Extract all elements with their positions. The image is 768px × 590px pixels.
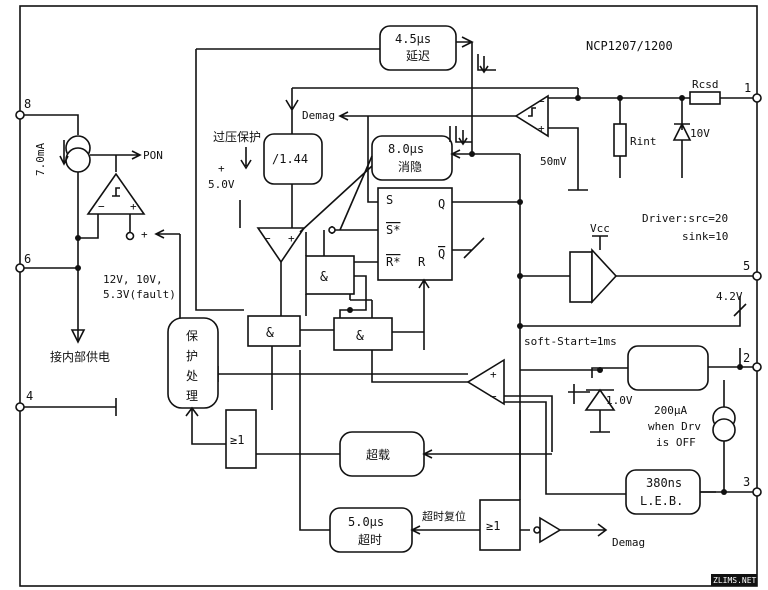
svg-text:200μA: 200μA <box>654 404 687 417</box>
current-source-7ma <box>65 135 91 173</box>
svg-text:8: 8 <box>24 97 31 111</box>
svg-text:+: + <box>490 368 497 381</box>
current-source-200ua <box>712 406 736 442</box>
timeout-reset-label: 超时复位 <box>422 509 466 523</box>
svg-text:≥1: ≥1 <box>230 433 244 447</box>
svg-text:Rint: Rint <box>630 135 657 148</box>
chip-outline <box>19 5 758 587</box>
svg-text:4.5μs: 4.5μs <box>395 32 431 46</box>
current-7ma-label: 7.0mA <box>34 143 47 176</box>
svg-text:3: 3 <box>743 475 750 489</box>
svg-text:超载: 超载 <box>366 447 390 462</box>
divider-1.44-block: /1.44 <box>263 133 323 185</box>
svg-text:+: + <box>288 232 295 245</box>
svg-text:超时: 超时 <box>358 532 382 547</box>
svg-text:5.3V(fault): 5.3V(fault) <box>103 288 176 301</box>
pin-2: 2 <box>743 351 762 372</box>
overload-block: 超载 <box>339 431 425 477</box>
svg-text:8.0μs: 8.0μs <box>388 142 424 156</box>
protect-block: 保 护 处 理 <box>167 317 219 409</box>
demag-bottom-label: Demag <box>612 536 645 549</box>
svg-text:R*: R* <box>386 255 400 269</box>
svg-text:10V: 10V <box>690 127 710 140</box>
svg-text:&: & <box>266 326 274 341</box>
5v-label: 5.0V <box>208 178 235 191</box>
vcc-label: Vcc <box>590 222 610 235</box>
flip-flop: S Q S* Q R* R <box>377 187 453 281</box>
pin-3: 3 <box>743 475 762 497</box>
svg-text:380ns: 380ns <box>646 476 682 490</box>
svg-text:Q: Q <box>438 247 445 261</box>
and-gate-2: & <box>247 315 301 347</box>
driver-strength-2: sink=10 <box>682 230 728 243</box>
demag-top-label: Demag <box>302 109 335 122</box>
leb-block: 380ns L.E.B. <box>625 469 701 515</box>
svg-text:−: − <box>490 390 497 403</box>
rcsd-resistor <box>689 91 721 105</box>
pon-label: PON <box>143 149 163 162</box>
svg-text:+: + <box>218 162 225 175</box>
svg-text:S*: S* <box>386 223 400 237</box>
rint-resistor <box>613 123 627 157</box>
or-gate-1: ≥1 <box>225 409 257 469</box>
ovp-label: 过压保护 <box>213 130 261 144</box>
svg-text:&: & <box>356 329 364 344</box>
svg-text:/1.44: /1.44 <box>272 152 308 166</box>
softstart-label: soft-Start=1ms <box>524 335 617 348</box>
svg-text:理: 理 <box>186 389 198 403</box>
svg-text:Q: Q <box>438 197 445 211</box>
4.2v-label: 4.2V <box>716 290 743 303</box>
timeout-5us-block: 5.0μs 超时 <box>329 507 413 553</box>
svg-text:保: 保 <box>186 329 198 343</box>
driver-strength-1: Driver:src=20 <box>642 212 728 225</box>
svg-text:−: − <box>538 95 545 108</box>
pin-5: 5 <box>743 259 762 281</box>
svg-text:5.0μs: 5.0μs <box>348 515 384 529</box>
svg-text:&: & <box>320 270 328 285</box>
svg-text:+: + <box>538 122 545 135</box>
and-gate-3: & <box>333 317 393 351</box>
svg-text:+: + <box>141 228 148 241</box>
watermark: ZLIMS.NET <box>713 576 757 585</box>
pin-6: 6 <box>15 252 31 273</box>
svg-text:4: 4 <box>26 389 33 403</box>
driver-buffer <box>569 247 618 305</box>
svg-text:1: 1 <box>744 81 751 95</box>
svg-text:is OFF: is OFF <box>656 436 696 449</box>
svg-text:延迟: 延迟 <box>406 49 430 63</box>
svg-text:6: 6 <box>24 252 31 266</box>
ovp-comparator <box>256 227 306 264</box>
svg-text:2: 2 <box>743 351 750 365</box>
inverter <box>539 516 562 544</box>
svg-text:消隐: 消隐 <box>398 160 422 174</box>
and-gate-1: & <box>305 255 355 295</box>
svg-text:−: − <box>98 200 105 213</box>
error-amplifier <box>466 358 505 406</box>
svg-text:处: 处 <box>186 369 198 383</box>
svg-text:Rcsd: Rcsd <box>692 78 719 91</box>
50mv-label: 50mV <box>540 155 567 168</box>
pin-1: 1 <box>744 81 762 103</box>
svg-text:5: 5 <box>743 259 750 273</box>
svg-text:L.E.B.: L.E.B. <box>640 494 683 508</box>
uvlo-thresholds: 12V, 10V, 5.3V(fault) <box>103 273 176 301</box>
svg-text:−: − <box>264 232 271 245</box>
svg-text:12V, 10V,: 12V, 10V, <box>103 273 163 286</box>
chip-title: NCP1207/1200 <box>586 39 673 53</box>
delay-4.5us-block: 4.5μs 延迟 <box>379 25 457 71</box>
svg-text:when Drv: when Drv <box>648 420 701 433</box>
softstart-block <box>627 345 709 391</box>
1.0v-label: 1.0V <box>606 394 633 407</box>
svg-text:护: 护 <box>186 349 198 363</box>
internal-supply-label: 接内部供电 <box>50 349 110 364</box>
svg-text:S: S <box>386 193 393 207</box>
or-gate-2: ≥1 <box>479 499 521 551</box>
svg-text:+: + <box>130 200 137 213</box>
blank-8us-block: 8.0μs 消隐 <box>371 135 453 181</box>
svg-text:R: R <box>418 255 426 269</box>
200ua-label: 200μA when Drv is OFF <box>648 404 701 449</box>
svg-text:≥1: ≥1 <box>486 519 500 533</box>
